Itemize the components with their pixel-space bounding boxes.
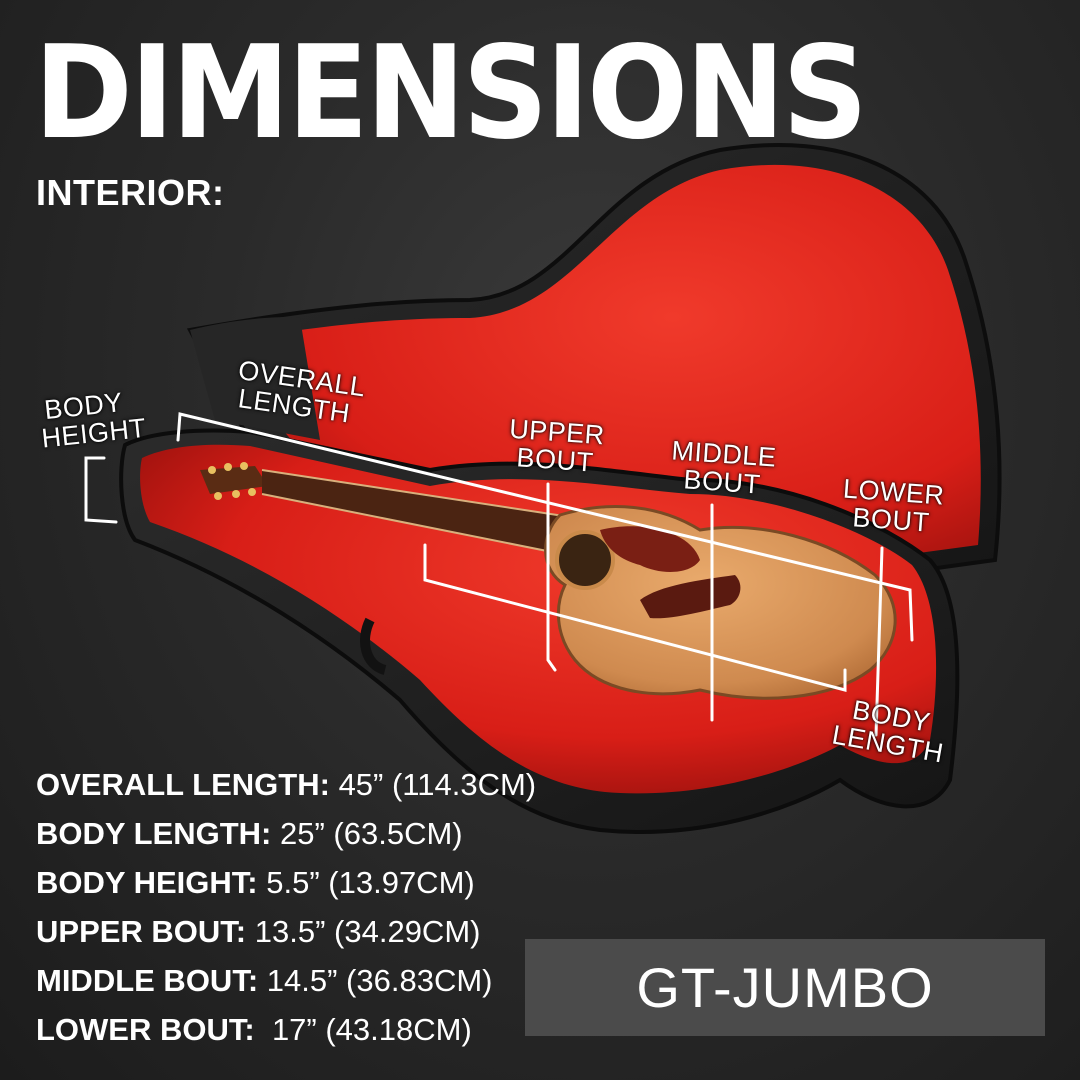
spec-label: BODY HEIGHT: bbox=[36, 865, 258, 900]
spec-value: 45” (114.3CM) bbox=[338, 767, 537, 802]
lower-bout-label: LOWER BOUT bbox=[840, 474, 945, 538]
section-subtitle: INTERIOR: bbox=[36, 172, 225, 213]
spec-label: BODY LENGTH: bbox=[36, 816, 272, 851]
middle-bout-label: MIDDLE BOUT bbox=[666, 435, 780, 500]
overall-length-line bbox=[176, 412, 914, 642]
spec-value: 13.5” (34.29CM) bbox=[254, 914, 481, 949]
spec-label: OVERALL LENGTH: bbox=[36, 767, 330, 802]
spec-row-lower-bout: LOWER BOUT: 17” (43.18CM) bbox=[36, 1009, 516, 1058]
spec-value: 5.5” (13.97CM) bbox=[266, 865, 475, 900]
spec-label: LOWER BOUT: bbox=[36, 1012, 255, 1047]
body-height-bracket bbox=[84, 456, 118, 524]
spec-label: MIDDLE BOUT: bbox=[36, 963, 259, 998]
spec-row-middle-bout: MIDDLE BOUT: 14.5” (36.83CM) bbox=[36, 960, 516, 1009]
page-title: DIMENSIONS bbox=[34, 19, 868, 168]
spec-row-body-height: BODY HEIGHT: 5.5” (13.97CM) bbox=[36, 862, 516, 911]
spec-value: 25” (63.5CM) bbox=[280, 816, 463, 851]
spec-row-body-length: BODY LENGTH: 25” (63.5CM) bbox=[36, 813, 516, 862]
acoustic-guitar bbox=[200, 462, 897, 700]
upper-bout-label-line2: BOUT bbox=[515, 442, 595, 478]
spec-row-upper-bout: UPPER BOUT: 13.5” (34.29CM) bbox=[36, 911, 516, 960]
lower-bout-line bbox=[874, 546, 884, 737]
spec-value: 14.5” (36.83CM) bbox=[266, 963, 493, 998]
model-badge: GT-JUMBO bbox=[525, 939, 1045, 1036]
spec-label: UPPER BOUT: bbox=[36, 914, 247, 949]
body-length-line bbox=[423, 543, 847, 692]
spec-list: OVERALL LENGTH: 45” (114.3CM) BODY LENGT… bbox=[36, 764, 536, 1058]
lower-bout-label-line2: BOUT bbox=[851, 502, 931, 538]
spec-row-overall-length: OVERALL LENGTH: 45” (114.3CM) bbox=[36, 764, 536, 813]
model-name: GT-JUMBO bbox=[636, 956, 934, 1019]
spec-value: 17” (43.18CM) bbox=[263, 1012, 472, 1047]
upper-bout-label: UPPER BOUT bbox=[504, 414, 608, 478]
dimension-lines bbox=[84, 412, 914, 737]
body-height-label: BODY HEIGHT bbox=[37, 387, 148, 453]
upper-bout-line bbox=[546, 482, 557, 672]
